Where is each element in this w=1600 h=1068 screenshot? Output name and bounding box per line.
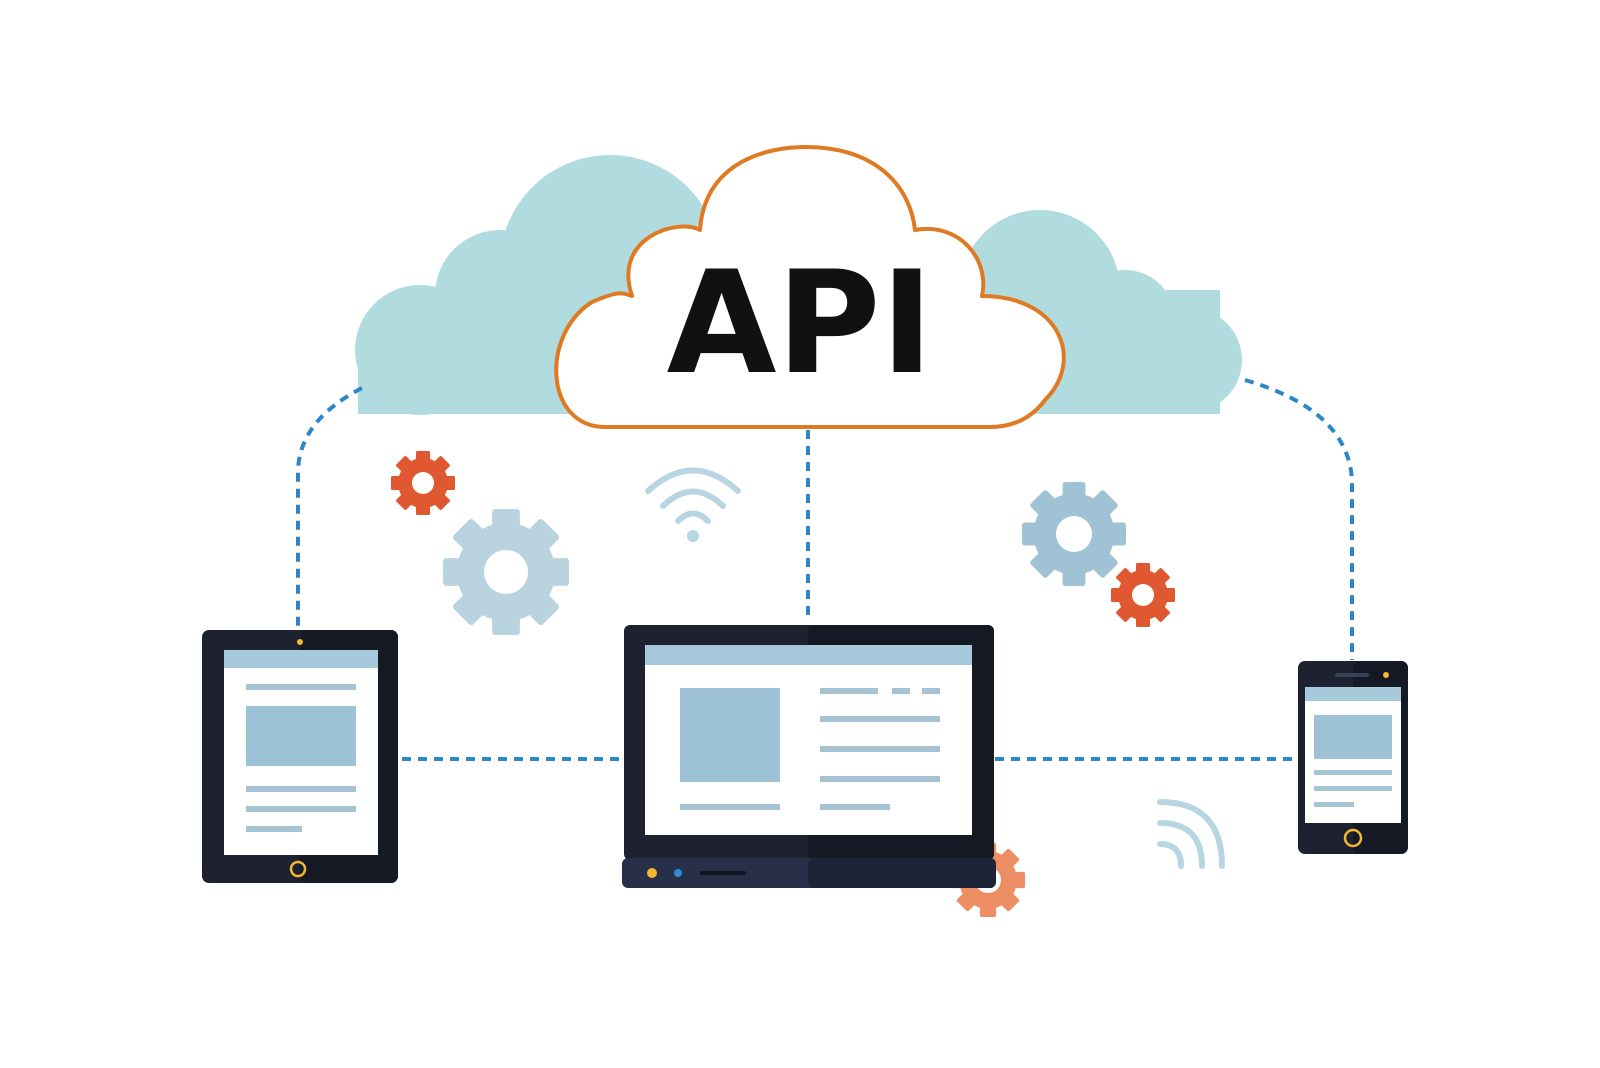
tablet-device [202, 630, 398, 883]
signal-icon [1157, 799, 1225, 869]
gear-hole [1056, 516, 1092, 552]
api-label: API [667, 241, 934, 406]
laptop-status-light [674, 869, 682, 877]
gear-hole [1132, 584, 1154, 606]
phone-home-button [1343, 828, 1363, 848]
tablet-home-button [289, 860, 307, 878]
gear-hole [412, 472, 434, 494]
connector-cloud-to-phone [1244, 378, 1354, 660]
tablet-camera [297, 639, 303, 645]
phone-camera [1383, 672, 1389, 678]
laptop-device [622, 625, 996, 888]
connector-cloud-to-tablet [296, 386, 363, 628]
gear-hole [484, 550, 528, 594]
laptop-power-light [647, 868, 657, 878]
phone-device [1298, 661, 1408, 854]
wifi-icon [645, 467, 741, 542]
connector-lines [296, 378, 1354, 761]
api-cloud: API [554, 145, 1066, 429]
